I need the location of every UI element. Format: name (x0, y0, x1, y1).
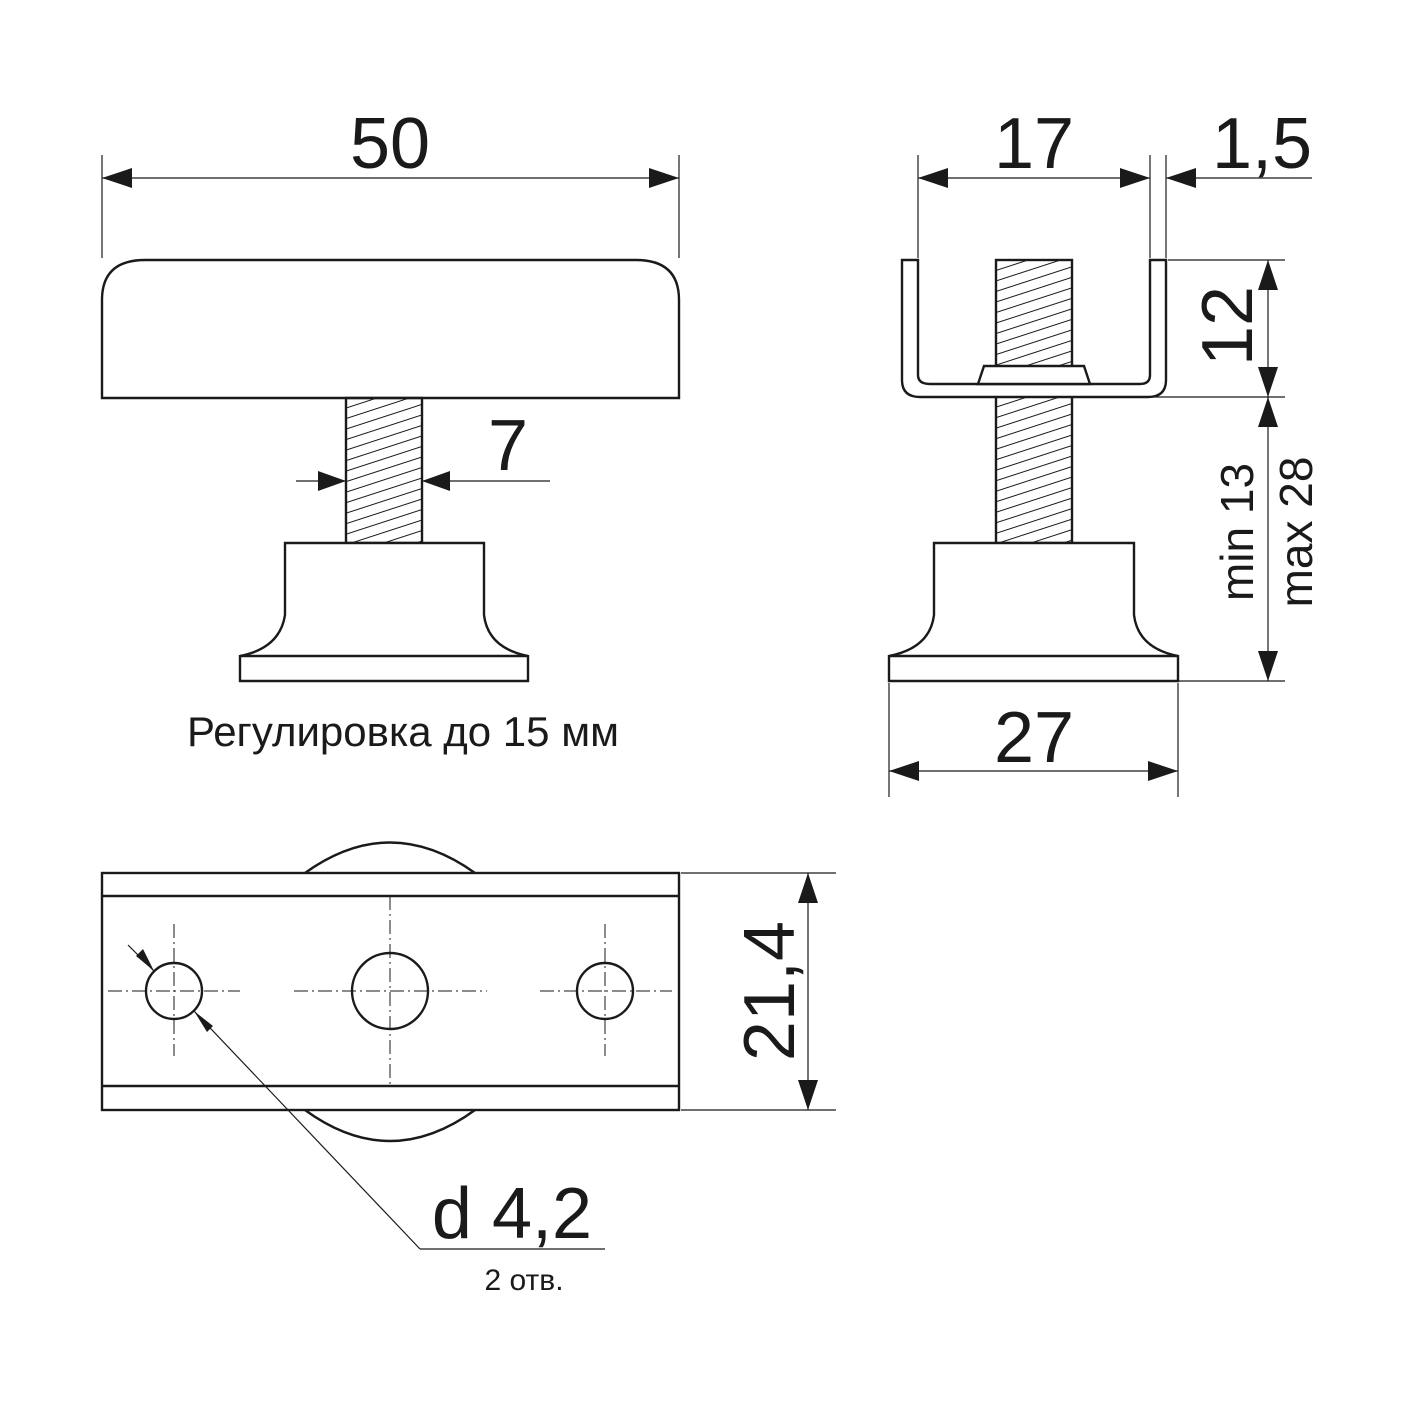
dim-1-5-label: 1,5 (1212, 104, 1312, 184)
hole-count-label: 2 отв. (484, 1264, 563, 1297)
hole-leader: d 4,2 2 отв. (127, 944, 605, 1297)
dim-12-label: 12 (1188, 286, 1268, 366)
dim-27: 27 (888, 683, 1179, 797)
dim-50-label: 50 (350, 104, 430, 184)
side-foot (887, 541, 1180, 683)
dim-12: 12 (1070, 259, 1285, 398)
dim-17-label: 17 (994, 104, 1074, 184)
top-knob-arc-top (304, 841, 476, 874)
side-nut (976, 364, 1092, 386)
dim-min-label: min 13 (1211, 463, 1263, 601)
front-foot (238, 541, 530, 683)
dim-min-max: min 13 max 28 (1178, 397, 1322, 682)
dim-max-label: max 28 (1270, 457, 1322, 608)
hole-center (350, 951, 430, 1031)
dim-50: 50 (101, 104, 680, 258)
side-u-bracket (900, 258, 1168, 399)
adjustment-caption: Регулировка до 15 мм (187, 708, 619, 755)
hole-diameter-label: d 4,2 (432, 1174, 592, 1254)
dim-1-5: 1,5 (1166, 104, 1312, 188)
top-knob-arc-bottom (304, 1109, 476, 1143)
hole-right (575, 961, 635, 1021)
top-view: 21,4 d 4,2 2 отв. (100, 841, 836, 1297)
dim-7: 7 (296, 406, 550, 491)
side-threaded-stem (994, 258, 1074, 545)
side-view: 17 1,5 12 min 13 max 28 (887, 104, 1322, 797)
front-view: 50 7 Регулировка до 15 мм (100, 104, 681, 755)
front-knob-cap (100, 258, 681, 400)
dim-7-label: 7 (488, 406, 528, 486)
dim-21-4: 21,4 (681, 872, 836, 1111)
dim-27-label: 27 (994, 698, 1074, 778)
hole-left (144, 961, 204, 1021)
dim-17: 17 (917, 104, 1167, 258)
dim-21-4-label: 21,4 (730, 921, 810, 1061)
front-threaded-stem (344, 396, 424, 545)
